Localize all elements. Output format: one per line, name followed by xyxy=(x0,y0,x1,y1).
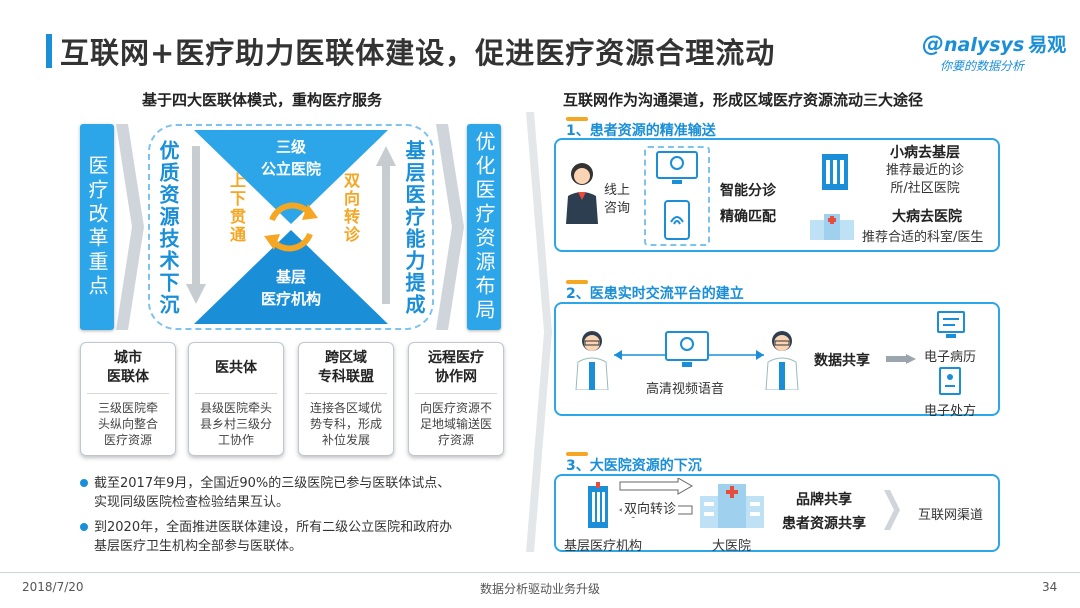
small-chevron xyxy=(884,490,900,530)
big-chevron-arrow xyxy=(526,112,552,552)
right-chevron-arrow xyxy=(436,124,464,330)
footer-divider xyxy=(0,572,1080,573)
top-triangle-label: 三级公立医院 xyxy=(260,138,321,178)
section1-panel xyxy=(554,138,1000,252)
section3-label: 3、大医院资源的下沉 xyxy=(566,458,702,474)
logo-slogan: 你要的数据分析 xyxy=(940,59,1025,73)
card-city-alliance: 城市医联体 三级医院牵头纵向整合医疗资源 xyxy=(80,342,176,456)
phone-icon xyxy=(664,200,690,240)
emr-label: 电子病历 xyxy=(924,350,977,365)
emr-icon xyxy=(937,311,965,338)
big-illness-title: 大病去医院 xyxy=(892,209,962,225)
online-consult-label: 线上咨询 xyxy=(604,183,631,216)
section2-label: 2、医患实时交流平台的建立 xyxy=(566,286,744,302)
title-accent-bar xyxy=(46,34,52,68)
section1-label: 1、患者资源的精准输送 xyxy=(566,123,716,139)
bottom-triangle-label: 基层医疗机构 xyxy=(260,268,321,308)
big-illness-body: 推荐合适的科室/医生 xyxy=(862,230,984,245)
logo-brand-cn: 易观 xyxy=(1028,34,1067,56)
hourglass-diagram xyxy=(194,130,388,324)
right-vertical-bar: 优化医疗资源布局 xyxy=(467,124,501,330)
capacity-improve-label: 基层医疗能力提成 xyxy=(402,140,426,316)
doctor-left-icon xyxy=(575,331,609,390)
video-voice-label: 高清视频语音 xyxy=(646,382,725,397)
page-title: 互联网+医疗助力医联体建设，促进医疗资源合理流动 xyxy=(60,36,776,70)
section2-accent xyxy=(566,280,588,284)
left-vertical-bar: 医疗改革重点 xyxy=(80,124,114,330)
big-hospital-icon xyxy=(700,484,764,528)
resource-sinking-label: 优质资源技术下沉 xyxy=(156,140,180,316)
down-arrow xyxy=(186,146,206,304)
big-hospital-label: 大医院 xyxy=(712,539,752,554)
hospital-building-icon xyxy=(810,214,854,240)
small-illness-title: 小病去基层 xyxy=(890,145,960,161)
triage-label: 智能分诊精确匹配 xyxy=(720,183,776,225)
card-specialty-alliance: 跨区域专科联盟 连接各区域优势专科，形成补位发展 xyxy=(298,342,394,456)
device-box xyxy=(644,146,710,246)
video-monitor-icon xyxy=(665,331,709,367)
card-county-community: 医共体 县级医院牵头县乡村三级分工协作 xyxy=(188,342,284,456)
bullet-1: 截至2017年9月，全国近90%的三级医院已参与医联体试点、 实现同级医院检查检… xyxy=(80,474,540,512)
share-arrow xyxy=(886,354,916,364)
footer-slogan: 数据分析驱动业务升级 xyxy=(480,582,601,596)
up-arrow xyxy=(376,146,396,304)
page-number: 34 xyxy=(1042,580,1058,594)
model-dashed-frame xyxy=(148,124,434,330)
doctor-right-icon xyxy=(765,331,799,390)
prescription-label: 电子处方 xyxy=(924,404,977,419)
right-heading: 互联网作为沟通渠道，形成区域医疗资源流动三大途径 xyxy=(563,91,924,109)
base-clinic-icon xyxy=(588,482,608,528)
patient-icon xyxy=(566,163,598,224)
two-way-referral-label: 双向转诊 xyxy=(341,172,360,244)
section3-accent xyxy=(566,452,588,456)
base-institution-label: 基层医疗机构 xyxy=(564,539,643,554)
clinic-building-icon xyxy=(822,154,848,190)
footer-date: 2018/7/20 xyxy=(22,580,84,594)
prescription-icon xyxy=(939,367,961,395)
logo-brand: nalysys xyxy=(944,34,1025,56)
left-chevron-arrow xyxy=(116,124,144,330)
brand-share-label: 品牌共享患者资源共享 xyxy=(782,492,866,532)
small-illness-body: 推荐最近的诊所/社区医院 xyxy=(886,163,965,196)
monitor-icon xyxy=(656,151,698,184)
up-down-label: 上下贯通 xyxy=(227,172,246,244)
two-way-referral-text: 双向转诊 xyxy=(622,498,679,517)
section1-accent xyxy=(566,117,588,121)
card-remote-network: 远程医疗协作网 向医疗资源不足地域输送医疗资源 xyxy=(408,342,504,456)
data-share-label: 数据共享 xyxy=(814,353,870,369)
left-heading: 基于四大医联体模式，重构医疗服务 xyxy=(142,91,383,109)
bullet-2: 到2020年，全面推进医联体建设，所有二级公立医院和政府办 基层医疗卫生机构全部… xyxy=(80,518,540,556)
internet-channel-label: 互联网渠道 xyxy=(918,508,984,523)
